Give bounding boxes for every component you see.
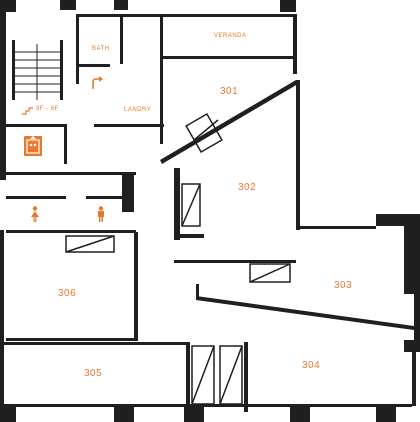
room-303: 303 bbox=[334, 280, 353, 291]
wall-right-outer bbox=[404, 214, 420, 294]
wall-bottom-mid bbox=[114, 404, 134, 422]
wall-top-mid bbox=[114, 0, 128, 10]
wall-corridor-top bbox=[6, 172, 136, 175]
shaft-303 bbox=[249, 263, 291, 283]
wall-303-top bbox=[296, 226, 376, 229]
wall-306-bottom bbox=[6, 338, 138, 341]
restroom-female-icon bbox=[30, 206, 40, 227]
restroom-male-icon bbox=[96, 206, 106, 227]
wall-left-lower bbox=[0, 230, 4, 410]
shaft-304-a-x bbox=[191, 345, 215, 405]
wall-top-right bbox=[280, 0, 296, 12]
shaft-304-a bbox=[191, 345, 215, 405]
shaft-306-x bbox=[65, 235, 115, 253]
shafts bbox=[65, 112, 291, 405]
wall-corridor-bottom bbox=[6, 196, 66, 199]
wall-diagonal-304 bbox=[196, 296, 414, 330]
wall-bottom-line bbox=[0, 404, 412, 407]
wall-laundry-right bbox=[160, 14, 163, 144]
wall-corridor-bottom-b bbox=[86, 196, 122, 199]
wall-laundry-top bbox=[120, 14, 160, 17]
room-302: 302 bbox=[238, 182, 257, 193]
wall-elevator-right bbox=[64, 124, 67, 164]
wall-restroom-right bbox=[122, 172, 134, 212]
room-305: 305 bbox=[84, 368, 103, 379]
wall-bottom-left bbox=[0, 404, 16, 422]
wall-bottom-midright bbox=[184, 404, 204, 422]
label-veranda: VERANDA bbox=[214, 33, 247, 39]
wall-302-box-left bbox=[174, 168, 180, 240]
wall-bath-left bbox=[76, 14, 79, 84]
wall-304-top bbox=[244, 342, 248, 412]
wall-305-right bbox=[186, 342, 190, 412]
wall-restroom-bottom bbox=[6, 230, 136, 233]
shaft-301 bbox=[185, 112, 223, 154]
shaft-304-b bbox=[219, 345, 243, 405]
shaft-301-x bbox=[193, 119, 219, 141]
wall-veranda-bottom bbox=[163, 56, 293, 59]
shaft-304-b-x bbox=[219, 345, 243, 405]
turn-arrow-icon bbox=[90, 76, 104, 95]
label-bath: BATH bbox=[92, 46, 110, 52]
room-304: 304 bbox=[302, 360, 321, 371]
wall-bottom-far-right bbox=[376, 404, 396, 422]
wall-306-right bbox=[134, 232, 138, 340]
wall-bottom-right bbox=[290, 404, 310, 422]
wall-elevator-top bbox=[6, 124, 66, 127]
wall-right-outer-lower bbox=[414, 294, 420, 344]
wall-right-upper bbox=[293, 14, 297, 74]
wall-top-upper bbox=[60, 0, 76, 10]
stairs bbox=[15, 44, 60, 100]
wall-bath-bottom bbox=[76, 64, 110, 67]
label-stairs: 3F - 6F bbox=[36, 106, 59, 112]
shaft-303-x bbox=[249, 263, 291, 283]
wall-stair-right bbox=[60, 40, 63, 100]
wall-stair-inner bbox=[12, 40, 15, 100]
wall-right-lowest bbox=[412, 352, 416, 406]
wall-right-bottom bbox=[404, 340, 420, 352]
shaft-302 bbox=[181, 183, 201, 227]
wall-305-top bbox=[4, 342, 188, 345]
wall-corridor-302 bbox=[174, 260, 296, 263]
shaft-306 bbox=[65, 235, 115, 253]
wall-right-mid bbox=[296, 80, 300, 230]
wall-303-left bbox=[196, 284, 199, 300]
elevator-icon bbox=[24, 136, 42, 156]
label-landry: LANDRY bbox=[124, 107, 152, 113]
room-301: 301 bbox=[220, 86, 239, 97]
wall-bath-right bbox=[120, 14, 123, 64]
wall-303-top-right bbox=[376, 214, 404, 226]
room-306: 306 bbox=[58, 288, 77, 299]
wall-laundry-bottom bbox=[94, 124, 164, 127]
wall-left-upper bbox=[0, 0, 6, 180]
stairs-icon bbox=[22, 102, 34, 120]
wall-top-line bbox=[76, 14, 296, 17]
wall-diagonal-301 bbox=[160, 80, 298, 164]
wall-302-box-bottom bbox=[174, 234, 204, 238]
shaft-302-x bbox=[181, 183, 201, 227]
